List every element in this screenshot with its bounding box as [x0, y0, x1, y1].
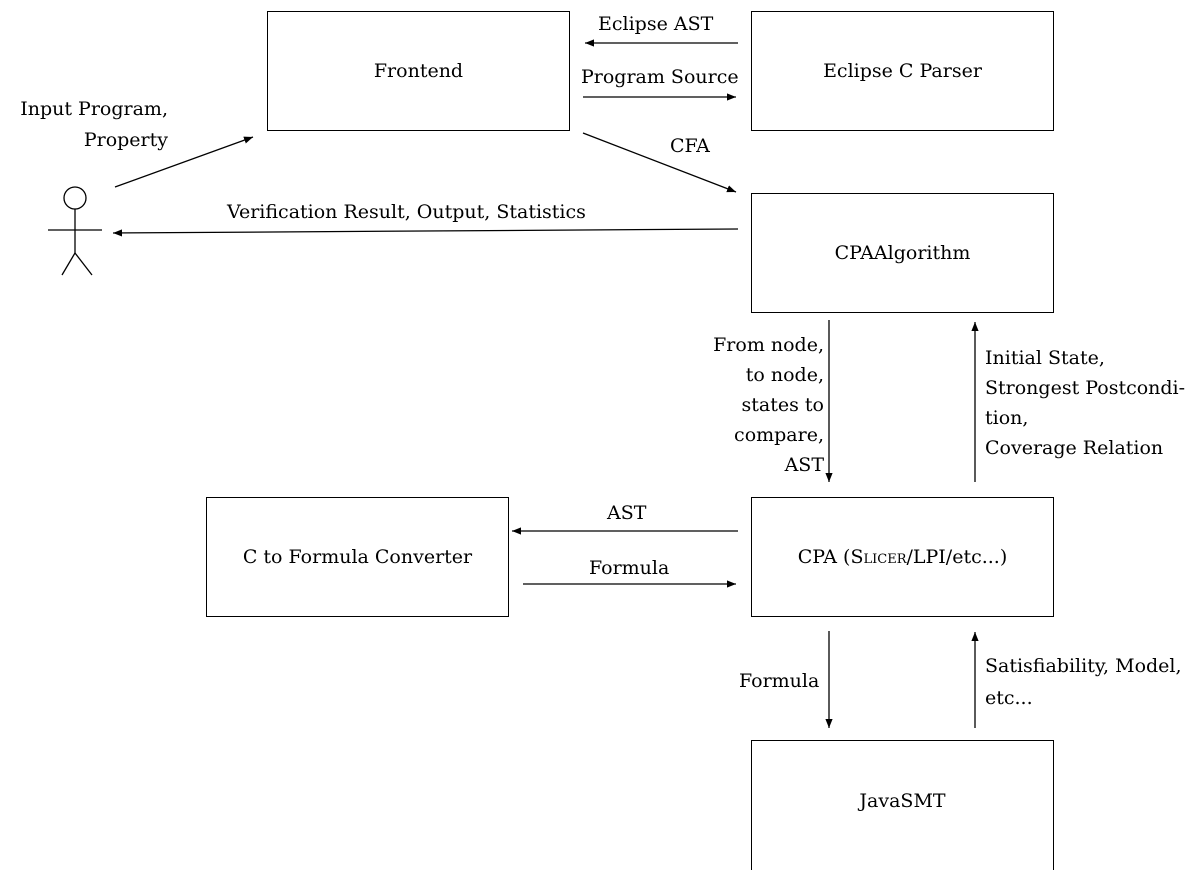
cpa-label: CPA (Slicer/LPI/etc...)	[797, 546, 1008, 568]
formula-right-label: Formula	[589, 557, 670, 579]
from-node-label: From node, to node, states to compare, A…	[713, 334, 824, 476]
program-source-label: Program Source	[581, 66, 739, 88]
formula-down-label: Formula	[739, 670, 820, 692]
slicer-text: Slicer	[850, 546, 907, 568]
frontend-box: Frontend	[267, 11, 570, 131]
satisfiability-label: Satisfiability, Model, etc...	[985, 655, 1182, 709]
converter-label: C to Formula Converter	[242, 546, 473, 568]
frontend-label: Frontend	[373, 60, 464, 82]
javasmt-box: JavaSMT	[751, 740, 1054, 870]
ast-label: AST	[607, 502, 647, 524]
cpa-algorithm-box: CPAAlgorithm	[751, 193, 1054, 313]
eclipse-parser-label: Eclipse C Parser	[823, 60, 982, 82]
eclipse-ast-label: Eclipse AST	[598, 13, 714, 35]
cpa-box: CPA (Slicer/LPI/etc...)	[751, 497, 1054, 617]
input-program-label: Input Program, Property	[20, 98, 168, 151]
eclipse-parser-box: Eclipse C Parser	[751, 11, 1054, 131]
javasmt-label: JavaSMT	[859, 789, 946, 812]
initial-state-label: Initial State, Strongest Postcondi- tion…	[985, 347, 1186, 459]
cfa-label: CFA	[670, 135, 710, 157]
arrow-user-to-frontend	[114, 136, 254, 188]
cpa-algorithm-label: CPAAlgorithm	[834, 242, 971, 264]
arrow-verification-result	[112, 228, 739, 237]
arrow-cfa	[582, 132, 737, 193]
verification-result-label: Verification Result, Output, Statistics	[227, 201, 586, 223]
converter-box: C to Formula Converter	[206, 497, 509, 617]
user-stick-figure	[48, 186, 102, 276]
